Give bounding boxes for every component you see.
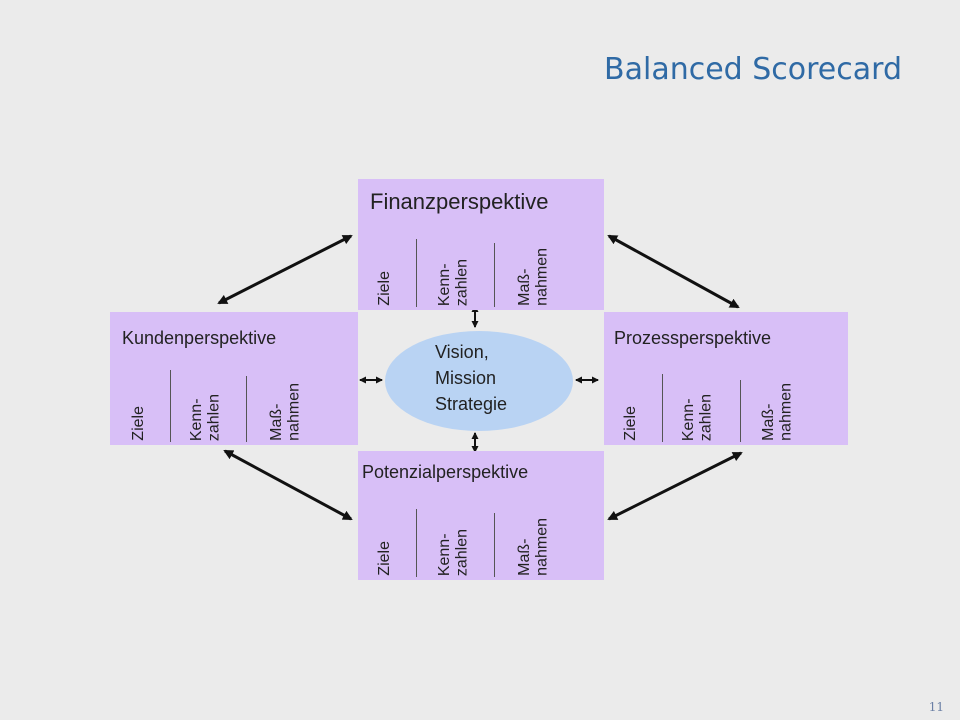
arrow-prozess-potenzial	[607, 451, 743, 521]
prozess-col-kennzahlen: Kenn- zahlen	[680, 393, 715, 441]
vision-mission-strategy-text: Vision, Mission Strategie	[435, 339, 507, 417]
kunden-perspective-title: Kundenperspektive	[122, 328, 277, 348]
center-line-mission: Mission	[435, 368, 497, 388]
potenzial-perspective-box: Potenzialperspektive Ziele Kenn- zahlen …	[358, 451, 604, 580]
arrow-kunden-potenzial	[223, 449, 353, 521]
prozess-col-massnahmen: Maß- nahmen	[760, 383, 795, 441]
finanz-perspective-title: Finanzperspektive	[370, 189, 549, 214]
vision-mission-strategy-ellipse	[385, 331, 573, 431]
finanz-divider-2	[494, 243, 495, 307]
prozess-perspective-title: Prozessperspektive	[614, 328, 772, 348]
finanz-perspective-box: Finanzperspektive Ziele Kenn- zahlen Maß…	[358, 179, 604, 310]
potenzial-col-ziele: Ziele	[376, 541, 393, 576]
arrow-finanz-kunden	[217, 234, 353, 305]
kunden-col-ziele: Ziele	[130, 406, 147, 441]
center-line-vision: Vision,	[435, 342, 489, 362]
potenzial-col-massnahmen: Maß- nahmen	[516, 518, 551, 576]
prozess-perspective-box: Prozessperspektive Ziele Kenn- zahlen Ma…	[604, 312, 848, 445]
finanz-col-ziele: Ziele	[376, 271, 393, 306]
page-number: 11	[928, 700, 944, 714]
kunden-col-kennzahlen: Kenn- zahlen	[188, 393, 223, 441]
potenzial-col-kennzahlen: Kenn- zahlen	[436, 528, 471, 576]
prozess-divider-1	[662, 374, 663, 442]
prozess-col-ziele: Ziele	[622, 406, 639, 441]
potenzial-divider-1	[416, 509, 417, 577]
kunden-divider-1	[170, 370, 171, 442]
slide-title: Balanced Scorecard	[604, 52, 902, 87]
finanz-col-massnahmen: Maß- nahmen	[516, 248, 551, 306]
kunden-divider-2	[246, 376, 247, 442]
kunden-col-massnahmen: Maß- nahmen	[268, 383, 303, 441]
center-line-strategie: Strategie	[435, 394, 508, 414]
potenzial-divider-2	[494, 513, 495, 577]
arrow-finanz-prozess	[607, 234, 740, 309]
prozess-divider-2	[740, 380, 741, 442]
finanz-col-kennzahlen: Kenn- zahlen	[436, 258, 471, 306]
kunden-perspective-box: Kundenperspektive Ziele Kenn- zahlen Maß…	[110, 312, 358, 445]
potenzial-perspective-title: Potenzialperspektive	[362, 462, 529, 482]
finanz-divider-1	[416, 239, 417, 307]
